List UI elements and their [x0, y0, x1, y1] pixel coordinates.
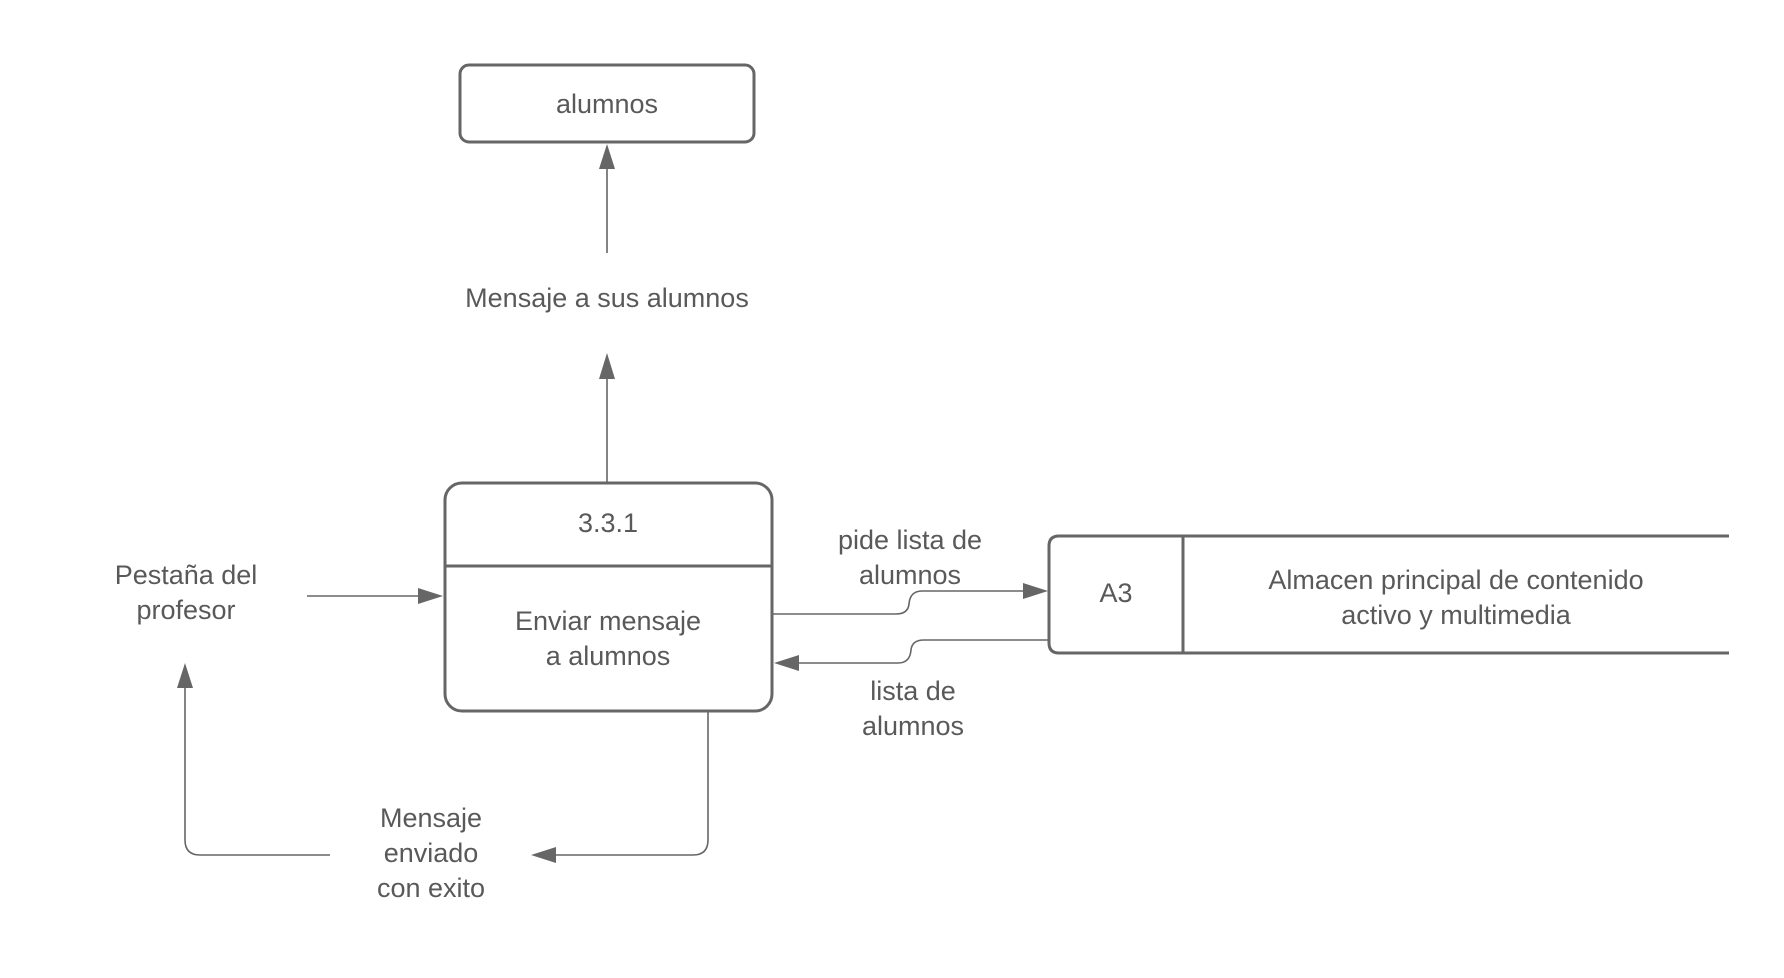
external-entity-alumnos-label: alumnos [556, 89, 658, 119]
flow-label-mensaje-a-sus-alumnos: Mensaje a sus alumnos [465, 283, 749, 313]
process-id: 3.3.1 [578, 508, 638, 538]
lista-arrowhead [774, 655, 799, 671]
process-name-line-1: Enviar mensaje [515, 606, 701, 636]
lista-flow-line [792, 639, 1049, 664]
mensaje-enviado-label-line-2: enviado [384, 838, 479, 868]
mensaje-enviado-arrowhead-up [177, 663, 193, 688]
flow-to-label-arrowhead [599, 353, 615, 379]
data-store-outline [1047, 534, 1729, 655]
data-store-id: A3 [1099, 578, 1132, 608]
mensaje-enviado-line-left [184, 688, 330, 856]
pide-lista-flow-line [772, 590, 1030, 615]
external-entity-alumnos[interactable]: alumnos [458, 63, 756, 144]
pide-lista-label-line-2: alumnos [859, 560, 961, 590]
process-3-3-1[interactable]: 3.3.1 Enviar mensaje a alumnos [443, 481, 774, 713]
lista-label-line-1: lista de [870, 676, 956, 706]
lista-label-line-2: alumnos [862, 711, 964, 741]
pide-lista-label-line-1: pide lista de [838, 525, 982, 555]
mensaje-enviado-label-line-3: con exito [377, 873, 485, 903]
process-box [443, 481, 774, 713]
mensaje-enviado-line-right [553, 711, 709, 856]
flow-to-alumnos-arrowhead [599, 144, 615, 169]
flow-pestana-del-profesor[interactable]: Pestaña del profesor [115, 560, 443, 625]
pestana-label-line-2: profesor [136, 595, 235, 625]
flow-lista-de-alumnos[interactable]: lista de alumnos [774, 639, 1049, 741]
flow-to-alumnos[interactable]: Mensaje a sus alumnos [465, 144, 749, 482]
pide-lista-arrowhead [1023, 583, 1048, 599]
mensaje-enviado-label-line-1: Mensaje [380, 803, 482, 833]
flow-pide-lista-de-alumnos[interactable]: pide lista de alumnos [772, 525, 1048, 615]
flow-mensaje-enviado-con-exito[interactable]: Mensaje enviado con exito [177, 663, 709, 903]
process-name-line-2: a alumnos [546, 641, 671, 671]
external-entity-alumnos-box [458, 63, 756, 144]
data-store-name-line-1: Almacen principal de contenido [1268, 565, 1643, 595]
pestana-flow-arrowhead [418, 588, 443, 604]
data-store-a3[interactable]: A3 Almacen principal de contenido activo… [1047, 534, 1729, 655]
pestana-label-line-1: Pestaña del [115, 560, 258, 590]
mensaje-enviado-arrowhead-mid [531, 847, 556, 863]
data-store-name-line-2: activo y multimedia [1341, 600, 1572, 630]
